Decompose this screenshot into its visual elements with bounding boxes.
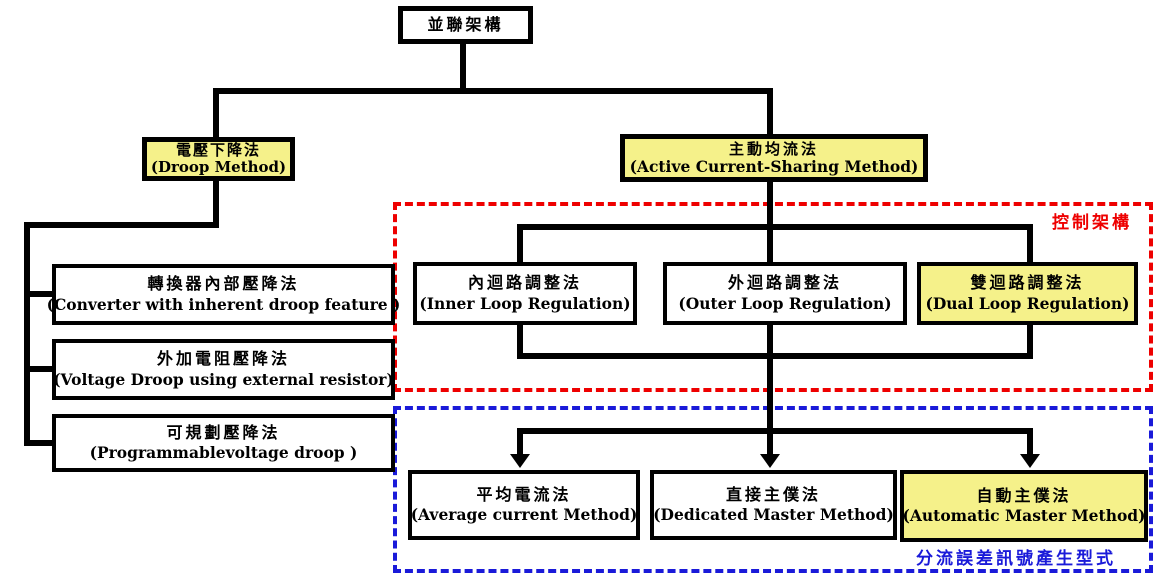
node-title: 雙迴路調整法 xyxy=(970,273,1085,293)
connector-dual-stem-bottom xyxy=(1027,324,1033,358)
node-title: 電壓下降法 xyxy=(175,140,261,159)
connector-arrow-stem-dedicated xyxy=(767,428,773,456)
connector-dual-stem-top xyxy=(1027,224,1033,262)
node-parallel-architecture: 並聯架構 xyxy=(398,6,533,44)
node-title: 外加電阻壓降法 xyxy=(156,349,290,369)
group-label-sharing-error-signal: 分流誤差訊號產生型式 xyxy=(916,549,1116,569)
node-active-current-sharing: 主動均流法 (Active Current-Sharing Method) xyxy=(620,134,928,182)
node-subtitle: (Inner Loop Regulation) xyxy=(419,293,631,313)
node-title: 並聯架構 xyxy=(427,14,504,34)
node-subtitle: (Dedicated Master Method) xyxy=(653,505,894,525)
connector-split-horizontal xyxy=(517,428,1033,434)
node-dual-loop-regulation: 雙迴路調整法 (Dual Loop Regulation) xyxy=(917,262,1138,325)
group-sharing-error-signal xyxy=(393,406,1153,573)
node-programmable-voltage-droop: 可規劃壓降法 (Programmablevoltage droop ) xyxy=(52,414,395,472)
connector-droop-stem-top xyxy=(213,88,219,140)
arrow-down-icon xyxy=(760,454,780,468)
node-subtitle: (Voltage Droop using external resistor) xyxy=(53,369,394,389)
node-title: 主動均流法 xyxy=(728,139,819,158)
node-title: 外迴路調整法 xyxy=(727,273,842,293)
connector-control-horizontal xyxy=(517,224,1033,230)
node-voltage-droop-external-resistor: 外加電阻壓降法 (Voltage Droop using external re… xyxy=(52,339,395,400)
node-subtitle: (Droop Method) xyxy=(150,158,287,176)
node-automatic-master-method: 自動主僕法 (Automatic Master Method) xyxy=(900,470,1148,542)
connector-arrow-stem-automatic xyxy=(1027,428,1033,456)
connector-active-stem-top xyxy=(767,88,773,138)
node-subtitle: (Programmablevoltage droop ) xyxy=(89,443,358,463)
connector-root-stem xyxy=(460,42,466,92)
node-subtitle: (Active Current-Sharing Method) xyxy=(629,156,919,176)
connector-active-stem-bottom xyxy=(767,180,773,262)
connector-stub-external-resistor xyxy=(24,366,54,372)
node-subtitle: (Outer Loop Regulation) xyxy=(678,293,892,313)
connector-top-horizontal xyxy=(213,88,773,94)
node-title: 轉換器內部壓降法 xyxy=(147,274,300,294)
connector-inner-stem-bottom xyxy=(517,324,523,358)
group-label-control-architecture: 控制架構 xyxy=(1052,213,1132,233)
node-subtitle: (Converter with inherent droop feature ) xyxy=(46,294,401,314)
connector-stub-converter xyxy=(24,291,54,297)
node-subtitle: (Dual Loop Regulation) xyxy=(925,293,1130,313)
node-subtitle: (Automatic Master Method) xyxy=(902,506,1146,526)
node-converter-inherent-droop: 轉換器內部壓降法 (Converter with inherent droop … xyxy=(47,264,400,325)
group-control-architecture xyxy=(393,202,1153,392)
connector-center-down xyxy=(767,353,773,433)
arrow-down-icon xyxy=(510,454,530,468)
node-outer-loop-regulation: 外迴路調整法 (Outer Loop Regulation) xyxy=(663,262,907,325)
connector-outer-stem-bottom xyxy=(767,324,773,358)
connector-arrow-stem-average xyxy=(517,428,523,456)
node-title: 平均電流法 xyxy=(476,484,572,504)
arrow-down-icon xyxy=(1020,454,1040,468)
node-inner-loop-regulation: 內迴路調整法 (Inner Loop Regulation) xyxy=(413,262,637,325)
node-title: 內迴路調整法 xyxy=(467,273,582,293)
node-title: 自動主僕法 xyxy=(976,485,1072,505)
node-title: 可規劃壓降法 xyxy=(166,422,281,442)
node-title: 直接主僕法 xyxy=(725,484,821,504)
node-dedicated-master-method: 直接主僕法 (Dedicated Master Method) xyxy=(650,470,897,540)
node-average-current-method: 平均電流法 (Average current Method) xyxy=(408,470,640,540)
connector-inner-stem-top xyxy=(517,224,523,262)
node-subtitle: (Average current Method) xyxy=(410,505,638,525)
connector-stub-programmable xyxy=(24,440,54,446)
connector-droop-horizontal xyxy=(24,222,219,228)
connector-merge-horizontal xyxy=(517,353,1033,359)
node-droop-method: 電壓下降法 (Droop Method) xyxy=(142,137,295,181)
connector-left-spine xyxy=(24,222,30,446)
connector-droop-stem-bottom xyxy=(213,179,219,228)
